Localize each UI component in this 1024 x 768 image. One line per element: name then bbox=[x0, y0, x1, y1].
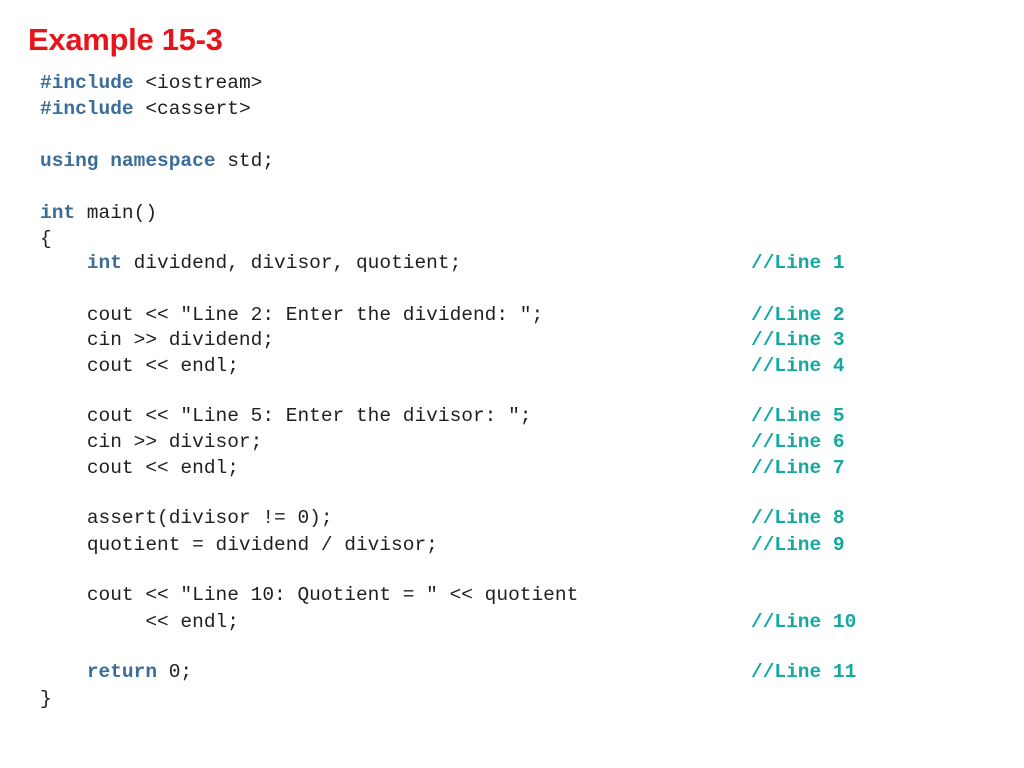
code-line: cout << "Line 2: Enter the dividend: "; bbox=[40, 302, 543, 328]
code-line: quotient = dividend / divisor; bbox=[40, 532, 438, 558]
line-comment: //Line 1 bbox=[751, 252, 845, 274]
code-text: std; bbox=[215, 150, 275, 172]
code-line: cout << "Line 5: Enter the divisor: "; bbox=[40, 403, 532, 429]
code-text: dividend, divisor, quotient; bbox=[121, 252, 462, 274]
code-line: int main() bbox=[40, 200, 157, 226]
code-line: #include <cassert> bbox=[40, 96, 251, 122]
code-indent bbox=[40, 329, 87, 351]
code-text: { bbox=[40, 228, 52, 250]
slide-title: Example 15-3 bbox=[28, 22, 223, 57]
code-keyword: #include bbox=[40, 98, 134, 120]
code-line: cout << endl; bbox=[40, 455, 239, 481]
code-indent bbox=[40, 355, 87, 377]
code-text: } bbox=[40, 688, 52, 710]
code-line: { bbox=[40, 226, 52, 252]
code-text: cin >> dividend; bbox=[86, 329, 275, 351]
code-text: << endl; bbox=[145, 611, 239, 633]
code-text: cout << "Line 2: Enter the dividend: "; bbox=[86, 304, 544, 326]
code-text: assert(divisor != 0); bbox=[86, 507, 333, 529]
code-text: cout << endl; bbox=[86, 457, 239, 479]
code-keyword: using namespace bbox=[40, 150, 216, 172]
code-line: << endl; bbox=[40, 609, 239, 635]
code-line: return 0; bbox=[40, 659, 192, 685]
code-text: 0; bbox=[157, 661, 193, 683]
code-line: int dividend, divisor, quotient; bbox=[40, 250, 461, 276]
line-comment: //Line 7 bbox=[751, 457, 845, 479]
code-indent bbox=[40, 457, 87, 479]
line-comment: //Line 8 bbox=[751, 507, 845, 529]
code-text: <iostream> bbox=[133, 72, 263, 94]
line-comment: //Line 6 bbox=[751, 431, 845, 453]
code-indent bbox=[40, 405, 87, 427]
code-line: cout << "Line 10: Quotient = " << quotie… bbox=[40, 582, 578, 608]
code-text: quotient = dividend / divisor; bbox=[86, 534, 438, 556]
code-indent bbox=[40, 611, 145, 633]
code-line: } bbox=[40, 686, 52, 712]
code-line: cout << endl; bbox=[40, 353, 239, 379]
line-comment: //Line 10 bbox=[751, 611, 857, 633]
code-indent bbox=[40, 252, 87, 274]
code-indent bbox=[40, 431, 87, 453]
code-line: cin >> dividend; bbox=[40, 327, 274, 353]
code-keyword: #include bbox=[40, 72, 134, 94]
code-text: cout << endl; bbox=[86, 355, 239, 377]
code-line: cin >> divisor; bbox=[40, 429, 263, 455]
code-text: <cassert> bbox=[133, 98, 251, 120]
line-comment: //Line 2 bbox=[751, 304, 845, 326]
line-comment: //Line 11 bbox=[751, 661, 857, 683]
line-comment: //Line 9 bbox=[751, 534, 845, 556]
code-indent bbox=[40, 584, 87, 606]
code-keyword: int bbox=[86, 252, 122, 274]
code-indent bbox=[40, 661, 87, 683]
code-line: #include <iostream> bbox=[40, 70, 262, 96]
code-indent bbox=[40, 534, 87, 556]
code-text: cout << "Line 10: Quotient = " << quotie… bbox=[86, 584, 579, 606]
code-text: main() bbox=[75, 202, 158, 224]
code-text: cin >> divisor; bbox=[86, 431, 263, 453]
code-line: using namespace std; bbox=[40, 148, 274, 174]
code-indent bbox=[40, 507, 87, 529]
code-keyword: return bbox=[86, 661, 158, 683]
code-keyword: int bbox=[40, 202, 76, 224]
code-indent bbox=[40, 304, 87, 326]
line-comment: //Line 4 bbox=[751, 355, 845, 377]
line-comment: //Line 3 bbox=[751, 329, 845, 351]
line-comment: //Line 5 bbox=[751, 405, 845, 427]
code-text: cout << "Line 5: Enter the divisor: "; bbox=[86, 405, 532, 427]
code-line: assert(divisor != 0); bbox=[40, 505, 333, 531]
